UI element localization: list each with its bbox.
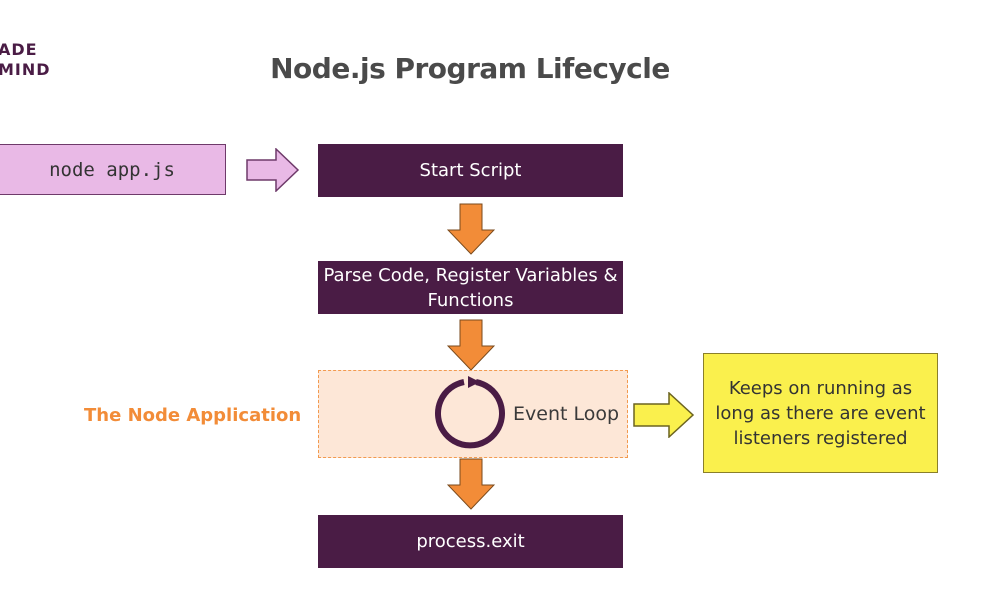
- down-arrow-icon: [447, 203, 495, 255]
- brand-logo: ADE MIND: [0, 40, 51, 80]
- event-loop-label: Event Loop: [513, 403, 620, 425]
- logo-line-1: ADE: [0, 40, 38, 59]
- command-box: node app.js: [0, 144, 226, 195]
- process-exit-step: process.exit: [318, 515, 623, 568]
- note-arrow-icon: [633, 392, 695, 438]
- down-arrow-icon: [447, 319, 495, 371]
- command-arrow-icon: [246, 148, 300, 192]
- down-arrow-icon: [447, 458, 495, 510]
- page-title: Node.js Program Lifecycle: [270, 52, 670, 85]
- circular-arrow-icon: [435, 376, 505, 449]
- logo-line-2: MIND: [0, 60, 51, 79]
- start-script-step: Start Script: [318, 144, 623, 197]
- event-listener-note: Keeps on running as long as there are ev…: [703, 353, 938, 473]
- parse-code-step: Parse Code, Register Variables & Functio…: [318, 261, 623, 314]
- node-application-label: The Node Application: [84, 405, 302, 426]
